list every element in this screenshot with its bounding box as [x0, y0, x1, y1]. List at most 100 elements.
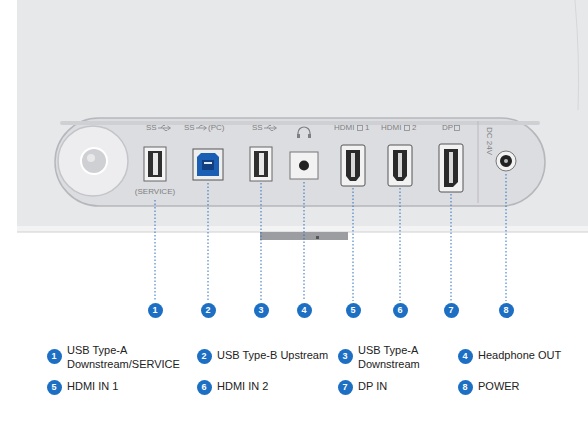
panel-housing: [55, 118, 545, 206]
usb-a-opening: [148, 151, 162, 177]
monitor-body: [17, 0, 588, 240]
hdmi-shell: [341, 145, 365, 186]
leader-lines: [155, 174, 506, 301]
port-description: DP IN: [358, 380, 387, 394]
leader-line: [400, 188, 401, 301]
headphone-jack: [290, 127, 318, 179]
usb-b-shell: [193, 149, 223, 180]
headphone-icon: [297, 134, 300, 138]
power-button-ring: [58, 126, 128, 196]
stand-notch: [316, 236, 319, 239]
usb-a-port: [250, 147, 272, 181]
usb-mark: SS: [252, 124, 263, 132]
number-text: 3: [342, 352, 347, 361]
port-label: (PC): [208, 124, 224, 132]
number-text: 5: [51, 383, 56, 392]
usb-a-shell: [144, 147, 166, 181]
displayport-port: [439, 126, 463, 193]
key-number: 7: [338, 380, 353, 395]
number-text: 5: [350, 306, 355, 315]
leader-line: [353, 188, 354, 301]
number-text: 1: [51, 352, 56, 361]
port-panel: [55, 118, 545, 206]
port-description: HDMI IN 1: [67, 380, 118, 394]
port-label: 2: [412, 124, 416, 132]
usb-b-insert: [197, 153, 219, 176]
number-text: 7: [448, 306, 453, 315]
number-text: 2: [201, 352, 206, 361]
dp-shell: [439, 144, 463, 192]
dp-tongue: [449, 152, 453, 183]
port-description: HDMI IN 2: [217, 380, 268, 394]
usb-b-port: [193, 149, 223, 180]
port-label: (SERVICE): [135, 188, 175, 196]
key-number: 4: [458, 349, 473, 364]
hdmi-tongue: [398, 153, 402, 177]
number-text: 2: [205, 306, 210, 315]
leader-line: [506, 174, 507, 301]
port-label: DP: [442, 124, 453, 132]
panel-divider: [478, 121, 479, 203]
usb-a-tongue: [153, 153, 158, 175]
key-number: 6: [197, 380, 212, 395]
callout-number: 2: [201, 303, 216, 318]
hdmi-icon: [405, 126, 410, 131]
number-text: 8: [503, 306, 508, 315]
usb-b-slot: [202, 160, 214, 170]
number-text: 6: [201, 383, 206, 392]
leader-line: [155, 200, 156, 301]
port-description: USB Type-A Downstream: [358, 344, 440, 372]
callout-number: 7: [444, 303, 459, 318]
leader-line: [261, 183, 262, 301]
hdmi-tongue: [351, 153, 355, 177]
usb-mark: SS: [184, 124, 195, 132]
number-text: 8: [462, 383, 467, 392]
usb-logo: [196, 126, 207, 131]
number-text: 3: [258, 306, 263, 315]
port-label: DC 24V: [485, 127, 493, 155]
key-number: 5: [47, 380, 62, 395]
callout-number: 8: [499, 303, 514, 318]
port-description: USB Type-A Downstream/SERVICE: [67, 344, 189, 372]
leader-line: [208, 183, 209, 301]
hdmi-shell: [388, 145, 412, 186]
key-number: 1: [47, 349, 62, 364]
dp-opening: [444, 149, 458, 187]
jack-frame: [290, 152, 318, 179]
power-button-highlight: [87, 154, 95, 162]
usb-b-contact: [204, 162, 212, 164]
callout-number: 4: [297, 303, 312, 318]
port-label: 1: [365, 124, 369, 132]
jack-pin: [504, 159, 508, 163]
leader-line: [451, 194, 452, 301]
port-description: USB Type-B Upstream: [217, 349, 328, 363]
callout-number: 1: [148, 303, 163, 318]
usb-a-opening: [254, 151, 268, 177]
key-number: 3: [338, 349, 353, 364]
dp-icon: [455, 126, 460, 131]
usb-a-tongue: [259, 153, 264, 175]
hdmi-opening: [346, 150, 360, 181]
key-number: 8: [458, 380, 473, 395]
hdmi-icon: [358, 126, 363, 131]
callout-number: 3: [254, 303, 269, 318]
callout-number: 6: [393, 303, 408, 318]
key-number: 2: [197, 349, 212, 364]
monitor-back: [17, 0, 588, 232]
usb-logo: [264, 126, 277, 131]
body-edge: [17, 226, 588, 232]
hdmi-opening: [393, 150, 407, 181]
number-text: 1: [152, 306, 157, 315]
callout-number: 5: [346, 303, 361, 318]
usb-a-shell: [250, 147, 272, 181]
port-description: POWER: [478, 380, 520, 394]
hdmi-port: [388, 126, 412, 187]
port-description: Headphone OUT: [478, 349, 561, 363]
number-text: 6: [397, 306, 402, 315]
body-curve: [575, 0, 579, 110]
port-label: HDMI: [381, 124, 401, 132]
jack-hole: [299, 161, 309, 171]
number-text: 7: [342, 383, 347, 392]
